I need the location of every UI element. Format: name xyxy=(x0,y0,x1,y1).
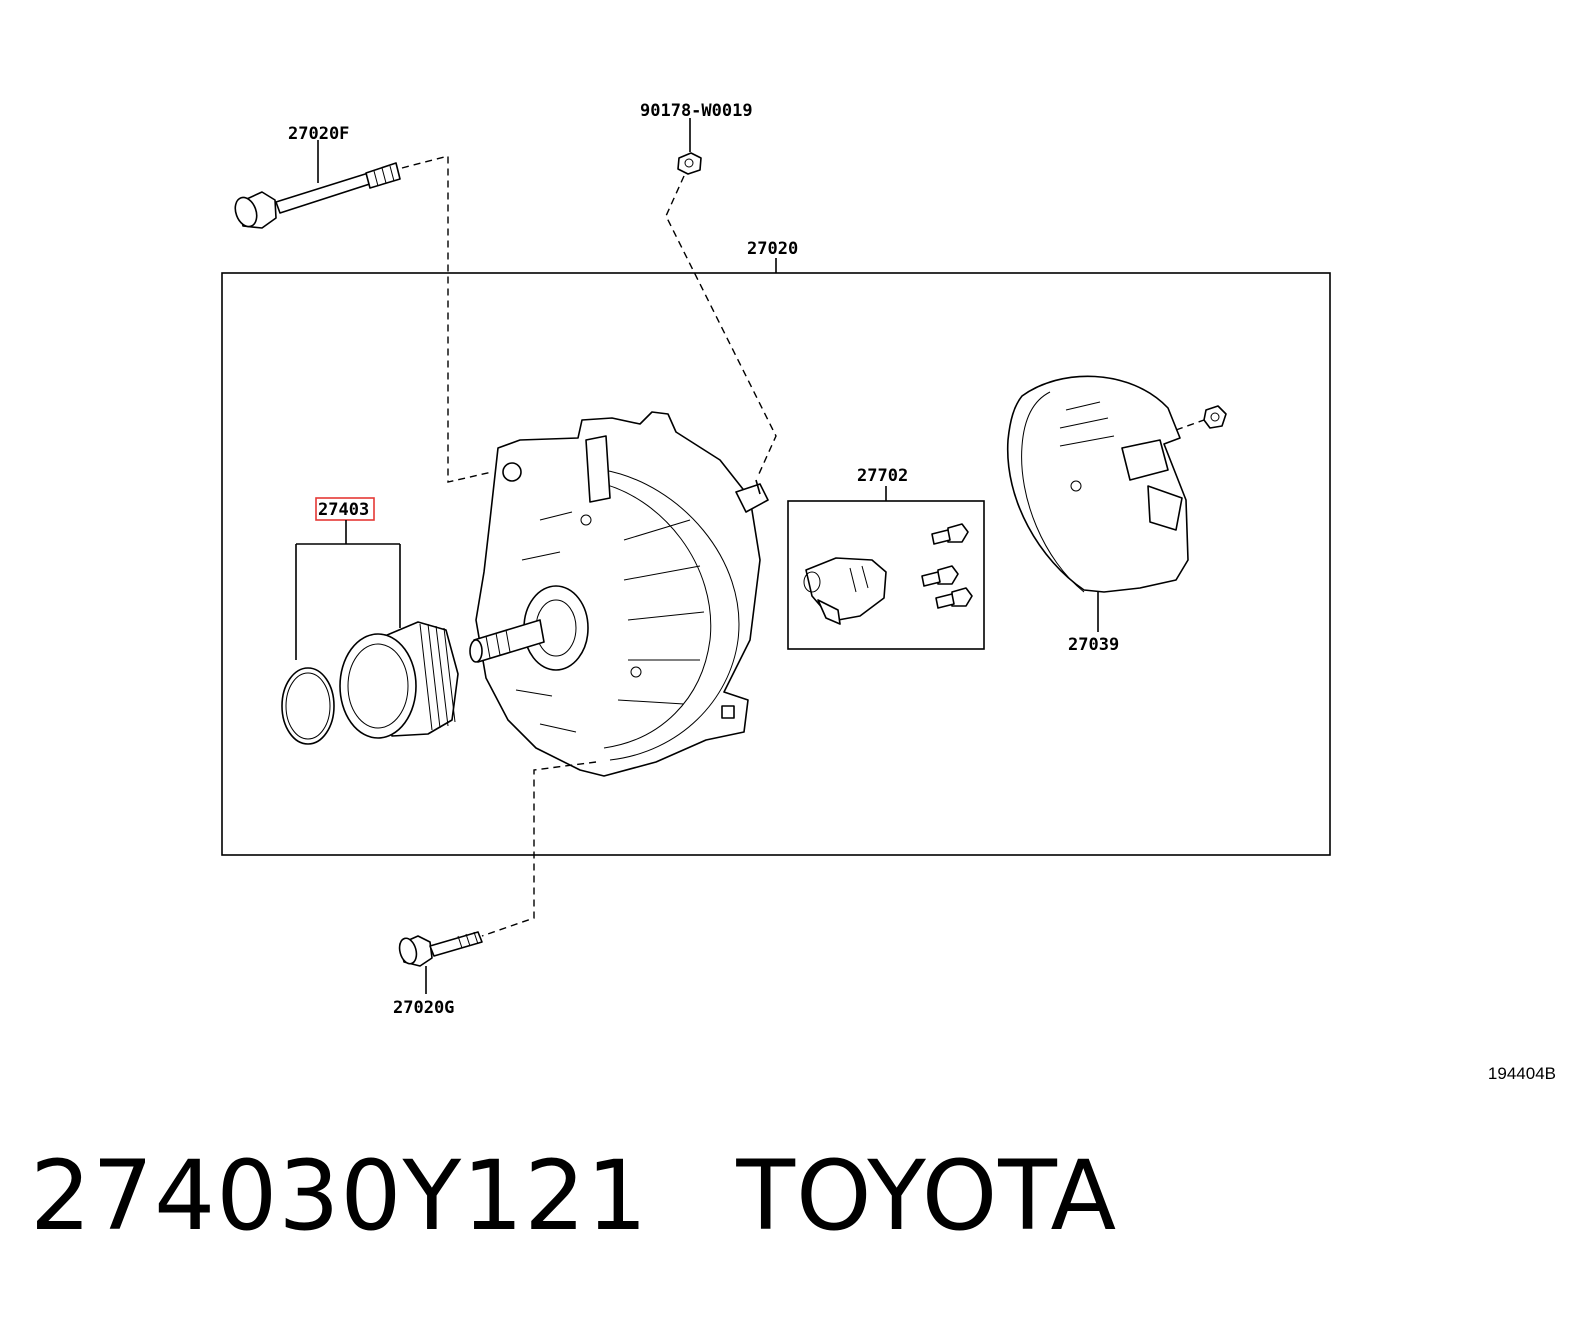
label-assembly: 27020 xyxy=(747,239,798,259)
brush-holder-box xyxy=(787,500,985,650)
cover-nut-dashline xyxy=(1175,419,1205,431)
label-pulley: 27403 xyxy=(318,500,369,520)
caption-brand: TOYOTA xyxy=(736,1140,1118,1252)
pulley-highlight-box xyxy=(315,497,375,521)
caption: 274030Y121 TOYOTA xyxy=(30,1140,1205,1252)
bolt-bottom-icon xyxy=(398,931,483,967)
label-bolt-top: 27020F xyxy=(288,124,349,144)
nut-top-icon xyxy=(677,152,702,175)
pulley-bracket xyxy=(295,520,401,660)
alternator-body-icon xyxy=(469,411,769,777)
caption-part-number: 274030Y121 xyxy=(30,1140,649,1252)
drawing-code: 194404B xyxy=(1487,1064,1556,1083)
label-brush-holder: 27702 xyxy=(857,466,908,486)
bolt-top-icon xyxy=(234,162,401,229)
cover-nut-icon xyxy=(1203,405,1227,429)
bolt-top-dashline xyxy=(401,155,493,483)
label-rear-cover: 27039 xyxy=(1068,635,1119,655)
screw-1-icon xyxy=(931,523,969,545)
screw-3-icon xyxy=(935,587,973,609)
screw-2-icon xyxy=(921,565,959,587)
pulley-icon xyxy=(281,621,459,745)
label-bolt-bottom: 27020G xyxy=(393,998,454,1018)
brush-holder-icon xyxy=(803,557,887,625)
rear-cover-icon xyxy=(1006,375,1189,593)
label-nut-top: 90178-W0019 xyxy=(640,101,753,121)
bolt-bottom-dashline xyxy=(481,761,597,937)
nut-top-dashline xyxy=(665,175,777,477)
